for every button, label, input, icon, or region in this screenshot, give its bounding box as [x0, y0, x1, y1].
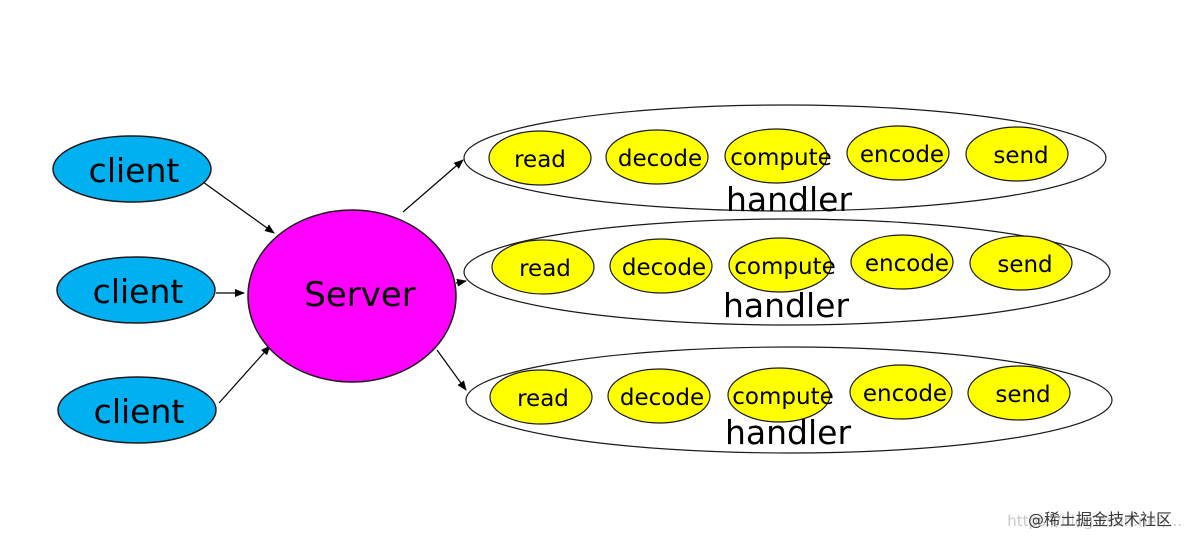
stage-label: send: [997, 252, 1052, 278]
stage-label: compute: [734, 254, 835, 280]
stage-encode: [850, 234, 954, 290]
stage-label: read: [517, 386, 569, 412]
stage-decode: [609, 238, 713, 294]
stage-label: compute: [730, 145, 831, 171]
stage-decode: [607, 368, 711, 424]
handler-label: handler: [726, 180, 852, 219]
arrow-server-to-handler-3: [436, 349, 467, 391]
server-label: Server: [304, 275, 416, 315]
stage-label: compute: [732, 384, 833, 410]
stage-send: [967, 365, 1071, 421]
arrow-client-3-to-server: [218, 345, 271, 404]
stage-label: send: [993, 143, 1048, 169]
juejin-watermark: @稀土掘金技术社区: [1027, 510, 1172, 529]
client-node: client: [52, 135, 212, 203]
handler-group: read decode compute encode send handler: [465, 346, 1113, 454]
server-node: Server: [247, 209, 457, 383]
arrow-server-to-handler-2: [455, 278, 467, 287]
handler-group: read decode compute encode send handler: [463, 104, 1107, 219]
client-node: client: [57, 376, 217, 444]
stage-label: decode: [620, 385, 704, 411]
handler-group: read decode compute encode send handler: [463, 218, 1111, 326]
stage-compute: [727, 367, 831, 423]
stage-send: [965, 126, 1069, 182]
stage-decode: [605, 129, 709, 185]
stage-encode: [849, 364, 953, 420]
stage-label: decode: [618, 146, 702, 172]
stage-encode: [846, 125, 950, 181]
stage-compute: [728, 237, 832, 293]
stage-label: send: [995, 382, 1050, 408]
stage-read: [491, 239, 595, 295]
server-circle: [247, 209, 457, 383]
client-label: client: [94, 392, 185, 431]
stage-label: encode: [863, 381, 947, 407]
client-label: client: [93, 272, 184, 311]
stage-read: [488, 130, 592, 186]
client-ellipse: [52, 135, 212, 203]
stage-compute: [724, 128, 828, 184]
stage-label: read: [519, 256, 571, 282]
arrow-server-to-handler-1: [402, 159, 464, 213]
client-label: client: [89, 151, 180, 190]
client-ellipse: [57, 376, 217, 444]
stage-label: encode: [860, 142, 944, 168]
client-ellipse: [56, 256, 216, 324]
handler-label: handler: [725, 413, 851, 452]
arrow-client-1-to-server: [202, 181, 275, 234]
handler-label: handler: [723, 286, 849, 325]
stage-read: [489, 369, 593, 425]
stage-send: [969, 235, 1073, 291]
stage-label: read: [514, 147, 566, 173]
client-node: client: [56, 256, 216, 324]
stage-label: decode: [622, 255, 706, 281]
faint-url-watermark: https://blog.csdn.net/...: [1007, 512, 1182, 530]
stage-label: encode: [865, 251, 949, 277]
